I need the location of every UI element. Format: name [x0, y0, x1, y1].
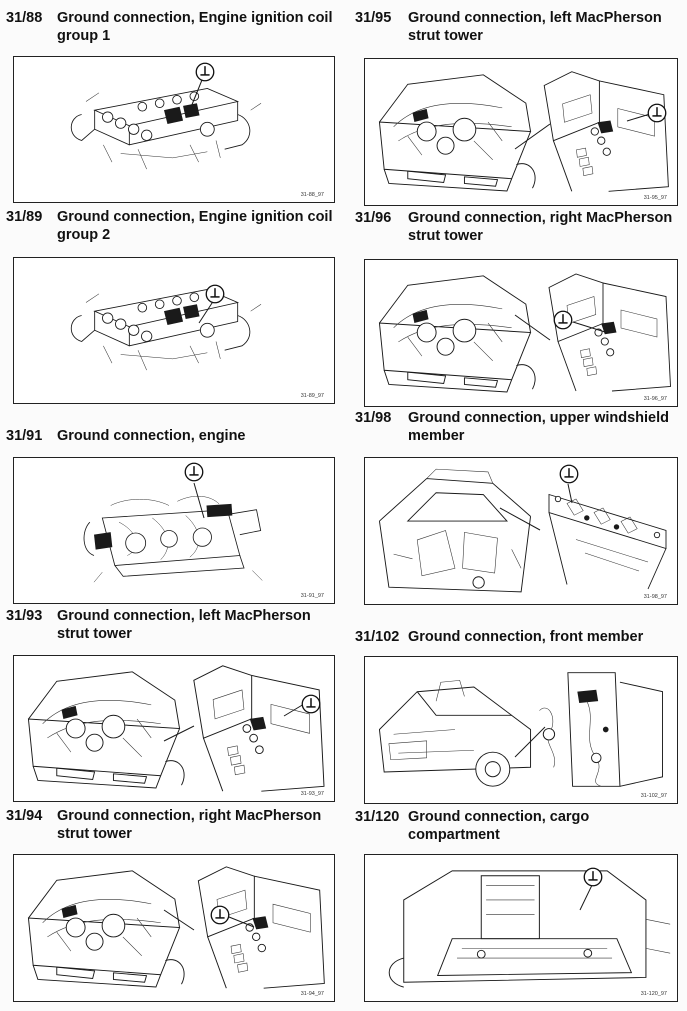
figure-reference: 31-120_97 [640, 991, 667, 997]
entry-code: 31/96 [355, 210, 392, 226]
entry-title: Ground connection, left MacPherson strut… [408, 10, 662, 44]
entry-code: 31/98 [355, 410, 392, 426]
figure-reference: 31-94_97 [300, 991, 324, 997]
engine-coil-illustration [70, 62, 262, 170]
cargo-compartment-illustration [388, 867, 671, 988]
engine-coil-illustration [70, 284, 262, 371]
entry-heading: 31/93 Ground connection, left MacPherson… [6, 607, 336, 643]
entry-title: Ground connection, front member [408, 629, 644, 645]
entry-31-88: 31/88 Ground connection, Engine ignition… [6, 9, 336, 209]
figure-frame: 31-98_97 [364, 457, 678, 605]
entry-heading: 31/98 Ground connection, upper windshiel… [355, 409, 685, 445]
entry-heading: 31/102 Ground connection, front member [355, 628, 685, 646]
figure-frame: 31-91_97 [13, 457, 335, 604]
front-member-illustration [378, 672, 664, 787]
entry-31-95: 31/95 Ground connection, left MacPherson… [355, 9, 685, 209]
figure-reference: 31-93_97 [300, 791, 324, 797]
entry-heading: 31/120 Ground connection, cargo compartm… [355, 808, 685, 844]
entry-31-89: 31/89 Ground connection, Engine ignition… [6, 208, 336, 408]
engine-side-illustration [83, 462, 263, 583]
entry-title: Ground connection, Engine ignition coil … [57, 209, 333, 243]
entry-title: Ground connection, right MacPherson stru… [57, 808, 322, 842]
entry-code: 31/93 [6, 608, 43, 624]
engine-bay-strut-illustration [27, 665, 325, 792]
figure-reference: 31-89_97 [300, 393, 324, 399]
entry-code: 31/102 [355, 629, 400, 645]
entry-code: 31/88 [6, 10, 43, 26]
entry-title: Ground connection, cargo compartment [408, 809, 590, 843]
entry-code: 31/95 [355, 10, 392, 26]
entry-heading: 31/89 Ground connection, Engine ignition… [6, 208, 336, 244]
entry-31-102: 31/102 Ground connection, front member 3… [355, 628, 685, 808]
figure-frame: 31-88_97 [13, 56, 335, 203]
entry-31-93: 31/93 Ground connection, left MacPherson… [6, 607, 336, 802]
figure-reference: 31-95_97 [643, 195, 667, 201]
entry-title: Ground connection, Engine ignition coil … [57, 10, 333, 44]
entry-heading: 31/88 Ground connection, Engine ignition… [6, 9, 336, 45]
engine-bay-strut-illustration [378, 273, 671, 393]
entry-heading: 31/91 Ground connection, engine [6, 427, 336, 445]
entry-title: Ground connection, engine [57, 428, 246, 444]
entry-heading: 31/94 Ground connection, right MacPherso… [6, 807, 336, 843]
entry-heading: 31/95 Ground connection, left MacPherson… [355, 9, 685, 45]
entry-31-96: 31/96 Ground connection, right MacPherso… [355, 209, 685, 409]
figure-frame: 31-89_97 [13, 257, 335, 404]
entry-heading: 31/96 Ground connection, right MacPherso… [355, 209, 685, 245]
figure-frame: 31-102_97 [364, 656, 678, 804]
entry-31-91: 31/91 Ground connection, engine 31-91_97 [6, 427, 336, 607]
figure-frame: 31-120_97 [364, 854, 678, 1002]
entry-title: Ground connection, left MacPherson strut… [57, 608, 311, 642]
figure-reference: 31-102_97 [640, 793, 667, 799]
entry-code: 31/120 [355, 809, 400, 825]
entry-code: 31/89 [6, 209, 43, 225]
figure-reference: 31-91_97 [300, 593, 324, 599]
entry-31-94: 31/94 Ground connection, right MacPherso… [6, 807, 336, 1007]
engine-bay-strut-illustration [27, 866, 325, 989]
figure-frame: 31-95_97 [364, 58, 678, 206]
figure-frame: 31-94_97 [13, 854, 335, 1002]
figure-frame: 31-96_97 [364, 259, 678, 407]
entry-code: 31/94 [6, 808, 43, 824]
entry-31-120: 31/120 Ground connection, cargo compartm… [355, 808, 685, 1008]
engine-bay-strut-illustration [378, 71, 669, 192]
entry-code: 31/91 [6, 428, 43, 444]
entry-title: Ground connection, right MacPherson stru… [408, 210, 673, 244]
entry-31-98: 31/98 Ground connection, upper windshiel… [355, 409, 685, 609]
entry-title: Ground connection, upper windshield memb… [408, 410, 669, 444]
figure-reference: 31-96_97 [643, 396, 667, 402]
figure-reference: 31-88_97 [300, 192, 324, 198]
figure-frame: 31-93_97 [13, 655, 335, 802]
windshield-member-illustration [378, 464, 667, 593]
figure-reference: 31-98_97 [643, 594, 667, 600]
